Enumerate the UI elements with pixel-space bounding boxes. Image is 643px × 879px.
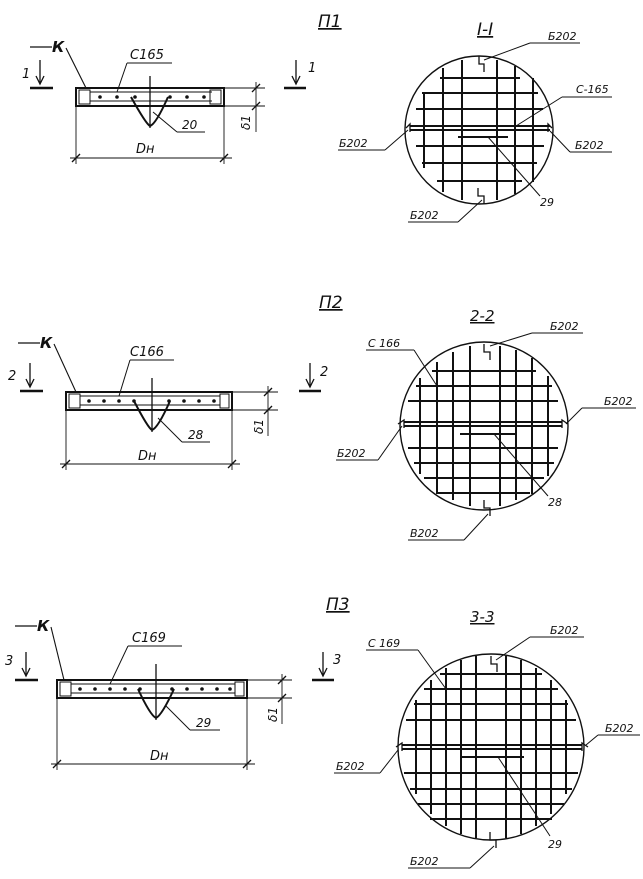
hook-label: 28: [188, 428, 204, 442]
plan-mesh-label: С 169: [368, 637, 400, 650]
plan-view: [404, 55, 554, 205]
plan-view: [397, 341, 569, 516]
thickness-label: δ1: [252, 419, 266, 434]
hook-label: 29: [196, 716, 211, 730]
bar-label: В202: [410, 527, 439, 540]
plan-mesh-label: С-165: [576, 83, 609, 96]
plate-section: [75, 76, 225, 128]
cut-mark-number: 2: [8, 369, 16, 384]
bar-label: Б202: [339, 137, 368, 150]
plate-section: [65, 378, 233, 432]
diameter-label: Dн: [150, 749, 169, 764]
mesh-label: С166: [130, 345, 164, 360]
cut-mark-left: 2: [8, 363, 43, 393]
cut-mark-number: 1: [308, 61, 316, 76]
plate-title: П2: [319, 293, 343, 313]
bar-label: Б202: [604, 395, 633, 408]
cut-mark-right: 3: [312, 652, 341, 682]
section-3: П3 3-3 3 3 К: [5, 595, 640, 869]
bar-label: Б202: [548, 30, 577, 43]
bar-label: Б202: [550, 624, 579, 637]
plate-title: П3: [326, 595, 350, 615]
plan-view: [395, 653, 589, 848]
mesh-label: С165: [130, 48, 164, 63]
plan-mesh-label: С 166: [368, 337, 400, 350]
section-title: I-I: [477, 20, 493, 40]
side-marker-letter: К: [37, 617, 50, 635]
bar-label: Б202: [575, 139, 604, 152]
section-title: 3-3: [470, 608, 495, 626]
cut-mark-right: 2: [299, 363, 328, 393]
side-marker-letter: К: [52, 38, 65, 56]
cut-mark-number: 3: [333, 653, 341, 668]
bar-label: Б202: [410, 209, 439, 222]
section-2: П2 2-2 2 2 К: [8, 293, 636, 541]
cut-mark-number: 2: [320, 365, 328, 380]
thickness-label: δ1: [266, 707, 280, 722]
mesh-label: С169: [132, 631, 166, 646]
bar-label: Б202: [410, 855, 439, 868]
bar-label: Б202: [336, 760, 365, 773]
cut-mark-left: 3: [5, 652, 38, 682]
side-marker-letter: К: [40, 334, 53, 352]
bar-label: Б202: [550, 320, 579, 333]
section-1: П1 I-I 1 1 К: [22, 12, 612, 223]
bar-label: Б202: [605, 722, 634, 735]
plan-hook-label: 29: [548, 838, 562, 851]
cut-mark-right: 1: [284, 60, 316, 90]
cut-mark-number: 3: [5, 654, 13, 669]
cut-mark-number: 1: [22, 67, 30, 82]
section-title: 2-2: [470, 307, 495, 325]
diameter-label: Dн: [136, 142, 155, 157]
hook-label: 20: [182, 118, 198, 132]
plate-title: П1: [318, 12, 342, 32]
plan-hook-label: 29: [540, 196, 554, 209]
plate-section: [56, 664, 248, 720]
thickness-label: δ1: [239, 115, 253, 130]
side-marker: К: [15, 617, 65, 681]
bar-label: Б202: [337, 447, 366, 460]
diameter-label: Dн: [138, 449, 157, 464]
cut-mark-left: 1: [22, 60, 53, 90]
side-marker: К: [30, 38, 87, 89]
plan-hook-label: 28: [548, 496, 562, 509]
side-marker: К: [18, 334, 77, 393]
